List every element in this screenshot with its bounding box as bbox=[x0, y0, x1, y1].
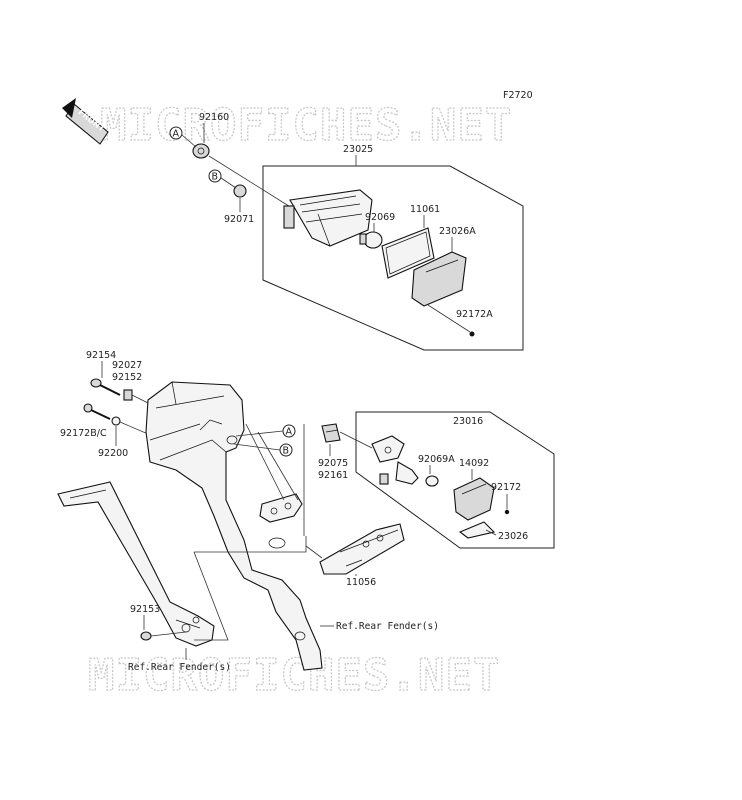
label-92075: 92075 bbox=[318, 458, 348, 469]
lens-cover-14092 bbox=[453, 477, 495, 521]
label-92200: 92200 bbox=[98, 448, 128, 459]
svg-text:A: A bbox=[286, 427, 293, 438]
svg-text:B: B bbox=[212, 172, 219, 183]
label-23025: 23025 bbox=[343, 144, 373, 155]
label-92071: 92071 bbox=[224, 214, 254, 225]
marker-b-top: B bbox=[208, 169, 222, 183]
marker-b-bracket: B bbox=[279, 443, 293, 457]
license-plate-bracket-11056 bbox=[319, 523, 405, 575]
label-92153: 92153 bbox=[130, 604, 160, 615]
bulb-92069 bbox=[359, 231, 383, 249]
label-92172a: 92172A bbox=[456, 309, 493, 320]
label-92152: 92152 bbox=[112, 372, 142, 383]
svg-text:A: A bbox=[173, 129, 180, 140]
svg-text:B: B bbox=[283, 446, 290, 457]
label-11056: 11056 bbox=[346, 577, 376, 588]
label-92027: 92027 bbox=[112, 360, 142, 371]
collar-92152 bbox=[123, 389, 133, 401]
rear-fender-bracket bbox=[145, 381, 323, 671]
bolt-92172bc bbox=[83, 403, 111, 420]
label-92161: 92161 bbox=[318, 470, 348, 481]
watermark-bottom: MICROFICHES.NET bbox=[88, 650, 500, 701]
washer-92200 bbox=[111, 416, 121, 426]
screw-92172 bbox=[504, 509, 510, 515]
marker-a-top: A bbox=[169, 126, 183, 140]
label-14092: 14092 bbox=[459, 458, 489, 469]
grommet-92075 bbox=[321, 423, 341, 443]
bolt-92153 bbox=[140, 631, 152, 641]
label-92172: 92172 bbox=[491, 482, 521, 493]
license-lamp-box bbox=[355, 411, 555, 549]
label-23026a: 23026A bbox=[439, 226, 476, 237]
bulb-92069a bbox=[425, 475, 439, 487]
marker-a-bracket: A bbox=[282, 424, 296, 438]
headlight-assembly-box bbox=[262, 165, 524, 351]
bolt-92154 bbox=[90, 378, 121, 396]
label-92160: 92160 bbox=[199, 112, 229, 123]
ref-rear-fender-left: Ref.Rear Fender(s) bbox=[128, 662, 231, 673]
license-lamp-socket bbox=[371, 435, 419, 485]
label-23026: 23026 bbox=[498, 531, 528, 542]
label-92172bc: 92172B/C bbox=[60, 428, 107, 439]
label-92069a: 92069A bbox=[418, 454, 455, 465]
grommet-92160 bbox=[192, 143, 210, 159]
collar-92071 bbox=[233, 184, 247, 198]
label-11061: 11061 bbox=[410, 204, 440, 215]
label-23016: 23016 bbox=[453, 416, 483, 427]
fender-stay-left bbox=[57, 481, 215, 647]
gasket-11061 bbox=[381, 227, 435, 279]
label-92154: 92154 bbox=[86, 350, 116, 361]
lens-23026 bbox=[458, 521, 496, 539]
figure-code: F2720 bbox=[503, 90, 533, 101]
tail-lamp-housing bbox=[283, 189, 373, 247]
ref-rear-fender-right: Ref.Rear Fender(s) bbox=[336, 621, 439, 632]
watermark-top: MICROFICHES.NET bbox=[100, 100, 512, 151]
screw-92172a bbox=[469, 331, 475, 337]
label-92069: 92069 bbox=[365, 212, 395, 223]
